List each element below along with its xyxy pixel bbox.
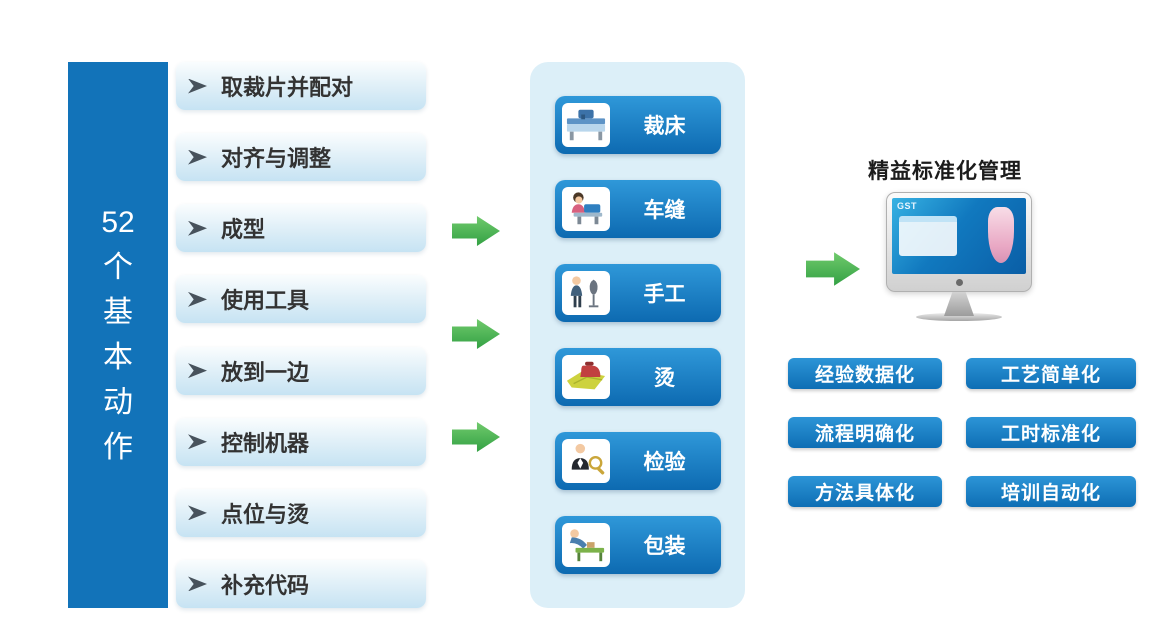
software-screen: GST [892, 198, 1026, 274]
imac-screen: GST [886, 192, 1032, 292]
bar-line: 基 [103, 296, 133, 329]
benefit-badge: 工时标准化 [966, 417, 1136, 448]
action-label: 对齐与调整 [221, 146, 332, 172]
imac-base [916, 313, 1002, 321]
process-step-sewing: 车缝 [554, 180, 721, 238]
chevron-right-icon [188, 363, 207, 379]
benefit-badge: 方法具体化 [788, 476, 942, 507]
action-row: 成型 [176, 204, 426, 253]
action-label: 取裁片并配对 [221, 75, 354, 100]
process-step-label: 手工 [643, 283, 686, 306]
benefit-badge: 流程明确化 [788, 417, 942, 448]
process-step-packaging: 包装 [554, 516, 721, 574]
action-row: 对齐与调整 [176, 133, 426, 182]
inspection-icon [561, 439, 610, 483]
dress-figure [988, 207, 1014, 263]
imac-computer: GST [886, 192, 1032, 321]
process-step-label: 烫 [654, 367, 675, 390]
process-step-label: 包装 [643, 535, 686, 558]
action-label: 成型 [221, 217, 266, 243]
management-title: 精益标准化管理 [868, 160, 1022, 183]
flow-arrow-icon [452, 319, 500, 349]
chevron-right-icon [188, 576, 207, 592]
apple-logo-icon [955, 279, 963, 286]
action-label: 使用工具 [221, 288, 310, 314]
chevron-right-icon [188, 78, 207, 94]
action-row: 放到一边 [176, 346, 426, 395]
bar-line: 作 [103, 431, 133, 464]
process-step-handwork: 手工 [554, 264, 721, 322]
process-panel: 裁床 车缝 [530, 62, 745, 608]
action-row: 取裁片并配对 [176, 62, 426, 110]
iron-icon [561, 355, 610, 399]
benefits-grid: 经验数据化 工艺简单化 流程明确化 工时标准化 方法具体化 培训自动化 [788, 358, 1136, 507]
handwork-icon [561, 271, 610, 315]
bar-line: 动 [103, 386, 133, 419]
software-panel [899, 216, 957, 256]
flow-arrow-icon [806, 252, 860, 286]
cutting-machine-icon [561, 103, 610, 147]
action-row: 点位与烫 [176, 488, 426, 537]
process-step-label: 车缝 [643, 199, 686, 222]
chevron-right-icon [188, 220, 207, 236]
chevron-right-icon [188, 434, 207, 450]
chevron-right-icon [188, 149, 207, 165]
software-logo: GST [897, 201, 918, 211]
action-row: 补充代码 [176, 559, 426, 608]
action-row: 控制机器 [176, 417, 426, 466]
flow-arrow-icon [452, 422, 500, 452]
bar-line: 52 [101, 206, 135, 239]
process-step-inspection: 检验 [554, 432, 721, 490]
process-step-label: 裁床 [643, 115, 686, 138]
benefit-badge: 经验数据化 [788, 358, 942, 389]
packaging-icon [561, 523, 610, 567]
bar-line: 本 [103, 341, 133, 374]
sewing-machine-icon [561, 187, 610, 231]
action-row: 使用工具 [176, 275, 426, 324]
process-step-cutting: 裁床 [554, 96, 721, 154]
process-step-label: 检验 [643, 451, 686, 474]
benefit-badge: 工艺简单化 [966, 358, 1136, 389]
chevron-right-icon [188, 291, 207, 307]
imac-chin [892, 274, 1026, 291]
imac-stand [944, 292, 974, 316]
process-step-ironing: 烫 [554, 348, 721, 406]
basic-actions-bar: 52 个 基 本 动 作 [68, 62, 168, 608]
flow-arrow-icon [452, 216, 500, 246]
action-label: 补充代码 [221, 572, 310, 598]
action-label: 放到一边 [221, 359, 310, 385]
bar-line: 个 [103, 251, 133, 284]
action-label: 点位与烫 [221, 501, 310, 527]
benefit-badge: 培训自动化 [966, 476, 1136, 507]
chevron-right-icon [188, 505, 207, 521]
action-label: 控制机器 [221, 430, 310, 456]
action-list: 取裁片并配对 对齐与调整 成型 使用工具 放到一边 控制机器 点位与烫 补充代 [176, 62, 426, 608]
